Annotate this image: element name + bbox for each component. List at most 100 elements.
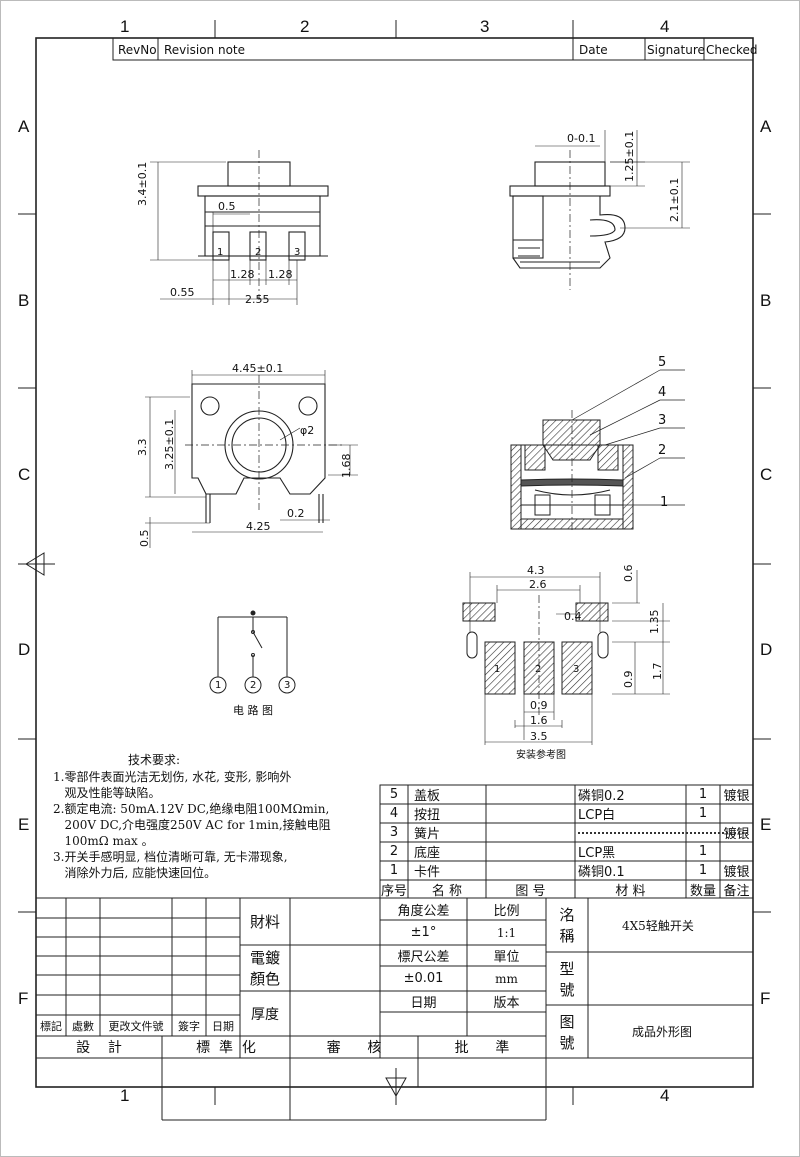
notes-list: 1.零部件表面光洁无划伤, 水花, 变形, 影响外 观及性能等缺陷。 2.额定电…	[53, 769, 331, 881]
bom-name: 按扭	[414, 808, 441, 823]
zone-row-c-left: C	[18, 465, 31, 484]
bom-note	[720, 804, 753, 823]
dim-pcb-43: 4.3	[527, 564, 545, 577]
circuit-pin-2: 2	[250, 680, 257, 691]
rev-col-sign: 簽字	[178, 1019, 200, 1033]
dim-plan-168: 1.68	[340, 453, 353, 479]
bom-note: 镀银	[723, 865, 750, 880]
version-label: 版本	[493, 996, 520, 1011]
section-label-2: 2	[658, 443, 667, 458]
bom-name: 簧片	[414, 827, 441, 842]
angle-tolerance-label: 角度公差	[397, 903, 450, 919]
dim-pcb-09: 0.9	[530, 699, 548, 712]
dim-pcb-04: 0.4	[564, 610, 582, 623]
note-line: 2.额定电流: 50mA.12V DC,绝缘电阻100MΩmin,	[53, 802, 330, 816]
section-label-1: 1	[660, 495, 669, 510]
zone-row-f-right: F	[760, 989, 771, 1008]
pcb-pin-1: 1	[494, 664, 501, 675]
bom-name: 盖板	[414, 789, 441, 804]
bom-material: LCP黑	[578, 846, 616, 861]
drawing-no-label-2: 號	[559, 1034, 575, 1052]
note-line: 观及性能等缺陷。	[53, 786, 161, 800]
zone-row-f-left: F	[18, 989, 29, 1008]
pcb-pin-3: 3	[573, 664, 580, 675]
note-line: 消除外力后, 应能快速回位。	[53, 866, 217, 880]
zone-col-1-bottom: 1	[120, 1086, 130, 1105]
dim-plan-33: 3.3	[136, 438, 149, 457]
plating-label-1: 電鍍	[249, 949, 280, 967]
dim-side-125: 1.25±0.1	[623, 130, 636, 182]
pin-3-label: 3	[294, 247, 301, 258]
unit-label: 單位	[493, 950, 520, 965]
drawing-no-value: 成品外形图	[632, 1025, 693, 1039]
bom-material: 磷铜0.1	[578, 865, 625, 880]
rev-col-doc: 更改文件號	[108, 1019, 164, 1033]
pin-2-label: 2	[255, 247, 262, 258]
dim-pcb-17: 1.7	[651, 662, 664, 681]
dim-plan-02: 0.2	[287, 507, 305, 520]
bom-name: 底座	[414, 846, 441, 861]
dim-plan-325: 3.25±0.1	[163, 418, 176, 470]
rev-signature-header: Signature	[647, 43, 705, 57]
bom-qty: 1	[698, 806, 708, 821]
dim-top-255: 2.55	[245, 293, 270, 306]
rev-checked-header: Checked	[706, 43, 758, 57]
material-label: 財料	[249, 913, 280, 931]
name-label-2: 稱	[559, 927, 575, 945]
dim-tolerance-label: 標尺公差	[397, 950, 450, 965]
scale-label: 比例	[493, 903, 520, 919]
name-label-1: 洺	[559, 906, 575, 924]
dim-pcb-16: 1.6	[530, 714, 548, 727]
dim-top-05: 0.5	[218, 200, 236, 213]
pin-1-label: 1	[217, 247, 224, 258]
dim-plan-05: 0.5	[138, 529, 151, 548]
zone-row-d-left: D	[18, 640, 31, 659]
bom-no: 5	[389, 787, 399, 802]
rev-col-mark: 標記	[40, 1019, 62, 1033]
circuit-label: 电 路 图	[233, 704, 273, 717]
dim-plan-phi2: φ2	[300, 424, 315, 437]
bom-note	[720, 842, 753, 861]
zone-col-4-bottom: 4	[660, 1086, 670, 1105]
zone-col-4-top: 4	[660, 17, 670, 36]
bom-note: 镀银	[723, 789, 750, 804]
bom-qty: 1	[698, 844, 708, 859]
sign-approve: 批 準	[454, 1040, 510, 1056]
sign-standard: 標 準 化	[196, 1040, 256, 1056]
zone-row-e-left: E	[18, 815, 30, 834]
note-line: 200V DC,介电强度250V AC for 1min,接触电阻	[53, 818, 331, 832]
bom-note: 镀银	[723, 827, 750, 842]
model-label-1: 型	[559, 960, 575, 978]
section-label-4: 4	[658, 385, 667, 400]
note-line: 1.零部件表面光洁无划伤, 水花, 变形, 影响外	[53, 770, 292, 784]
dim-top-height: 3.4±0.1	[136, 161, 149, 206]
dim-tolerance-value: ±0.01	[403, 971, 444, 986]
zone-col-3-top: 3	[480, 17, 490, 36]
bom-header-note: 备注	[723, 883, 750, 899]
dim-side-21: 2.1±0.1	[668, 177, 681, 222]
date-label: 日期	[410, 996, 437, 1011]
bom-header-material: 材 料	[615, 883, 646, 899]
scale-value: 1:1	[496, 925, 517, 940]
thickness-label: 厚度	[251, 1006, 279, 1023]
bom-no: 2	[389, 844, 399, 859]
zone-row-b-right: B	[760, 291, 772, 310]
dim-pcb-09v: 0.9	[622, 670, 635, 689]
dim-top-128b: 1.28	[268, 268, 293, 281]
bom-header-drawing: 图 号	[515, 883, 546, 899]
plating-label-2: 顏色	[249, 970, 280, 988]
zone-col-1-top: 1	[120, 17, 130, 36]
bom-name: 卡件	[414, 865, 441, 880]
bom-qty: 1	[698, 787, 708, 802]
dim-top-055: 0.55	[170, 286, 195, 299]
dim-pcb-26: 2.6	[529, 578, 547, 591]
zone-row-a-right: A	[760, 117, 772, 136]
section-label-5: 5	[658, 355, 667, 370]
bom-no: 4	[389, 806, 399, 821]
dotted-leader	[578, 832, 748, 834]
bom-header-name: 名 称	[431, 883, 463, 899]
dim-side-001: 0-0.1	[567, 132, 596, 145]
angle-tolerance-value: ±1°	[410, 925, 437, 940]
dim-plan-425: 4.25	[246, 520, 271, 533]
